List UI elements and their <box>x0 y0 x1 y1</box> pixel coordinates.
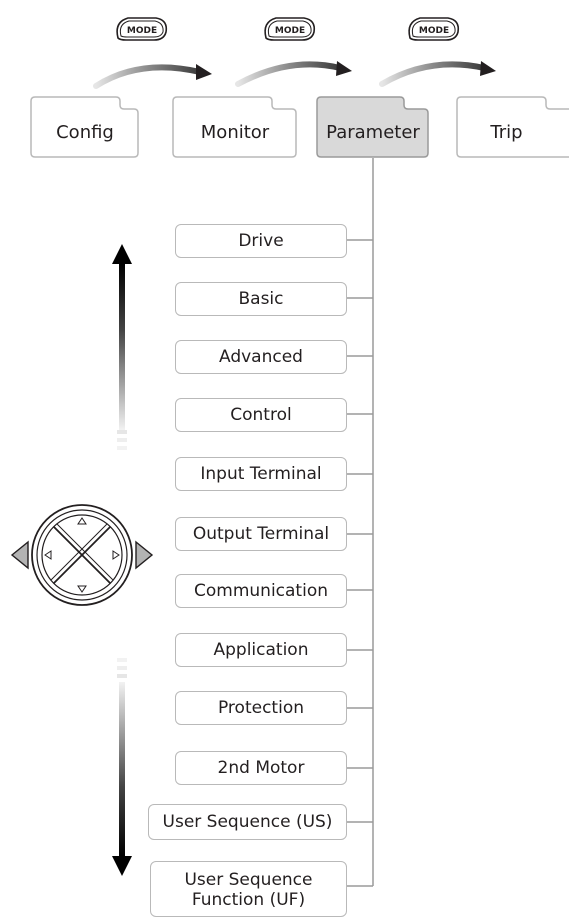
folder-tab-shape <box>456 96 569 158</box>
parameter-group-protection[interactable]: Protection <box>175 691 347 725</box>
tab-label: Trip <box>490 122 523 143</box>
parameter-group-application[interactable]: Application <box>175 633 347 667</box>
scroll-direction-indicator <box>112 244 132 876</box>
up-arrow-icon <box>112 244 132 450</box>
mode-button[interactable]: MODE <box>402 12 464 44</box>
mode-button[interactable]: MODE <box>110 12 172 44</box>
mode-key-icon: MODE <box>264 17 316 41</box>
parameter-group-label: Control <box>230 405 292 425</box>
tab-label: Monitor <box>200 122 270 143</box>
mode-key-icon: MODE <box>408 17 460 41</box>
tab-config[interactable]: Config <box>30 96 140 158</box>
parameter-group-label: Advanced <box>219 347 303 367</box>
tab-trip[interactable]: Trip <box>456 96 569 158</box>
parameter-group-input-terminal[interactable]: Input Terminal <box>175 457 347 491</box>
left-triangle-icon <box>10 540 29 570</box>
parameter-group-advanced[interactable]: Advanced <box>175 340 347 374</box>
folder-tab-shape <box>316 96 429 158</box>
tab-parameter[interactable]: Parameter <box>316 96 430 158</box>
tab-label: Config <box>56 122 114 143</box>
mode-transition-arrows <box>93 61 496 89</box>
right-triangle-icon <box>135 540 154 570</box>
parameter-group-label: User Sequence (US) <box>162 812 333 832</box>
tab-label: Parameter <box>326 122 420 143</box>
navigation-keypad <box>10 504 154 606</box>
parameter-group-label: Protection <box>217 698 304 718</box>
parameter-group-label: Communication <box>194 581 328 601</box>
mode-button-label: MODE <box>275 26 305 36</box>
folder-tab-shape <box>172 96 297 158</box>
parameter-group-label-line1: User Sequence <box>184 870 313 890</box>
parameter-group-user-sequence[interactable]: User Sequence (US) <box>148 804 347 840</box>
mode-key-icon: MODE <box>116 17 168 41</box>
parameter-group-label: 2nd Motor <box>217 758 305 778</box>
parameter-group-communication[interactable]: Communication <box>175 574 347 608</box>
parameter-group-label: Application <box>213 640 309 660</box>
parameter-group-basic[interactable]: Basic <box>175 282 347 316</box>
mode-button-label: MODE <box>419 26 449 36</box>
four-way-navigation-key-icon <box>31 504 133 606</box>
parameter-group-label: Input Terminal <box>200 464 322 484</box>
parameter-group-output-terminal[interactable]: Output Terminal <box>175 517 347 551</box>
parameter-group-label: Basic <box>238 289 284 309</box>
parameter-group-2nd-motor[interactable]: 2nd Motor <box>175 751 347 785</box>
parameter-group-drive[interactable]: Drive <box>175 224 347 258</box>
tab-monitor[interactable]: Monitor <box>172 96 298 158</box>
mode-button-label: MODE <box>127 26 157 36</box>
transition-arrow-icon <box>235 61 352 87</box>
parameter-group-user-sequence-function[interactable]: User Sequence Function (UF) <box>150 861 347 917</box>
mode-button[interactable]: MODE <box>258 12 320 44</box>
parameter-group-control[interactable]: Control <box>175 398 347 432</box>
parameter-group-label: Output Terminal <box>192 524 330 544</box>
transition-arrow-icon <box>93 64 212 89</box>
folder-tab-shape <box>30 96 139 158</box>
transition-arrow-icon <box>379 61 496 87</box>
parameter-group-label-line2: Function (UF) <box>191 890 306 910</box>
down-arrow-icon <box>112 658 132 876</box>
parameter-group-label: Drive <box>238 231 284 251</box>
